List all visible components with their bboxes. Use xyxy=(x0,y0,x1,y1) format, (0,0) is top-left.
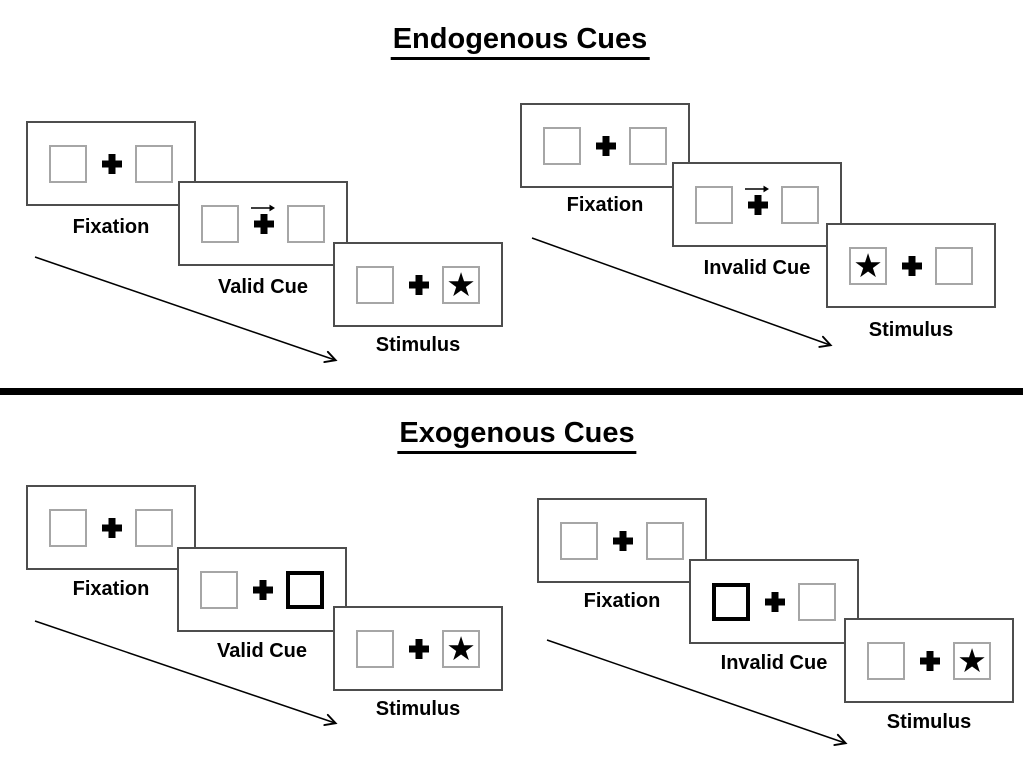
star-icon: ★ xyxy=(446,628,476,668)
right-box xyxy=(646,522,684,560)
left-box xyxy=(49,509,87,547)
right-box: ★ xyxy=(442,266,480,304)
left-box xyxy=(356,630,394,668)
right-box xyxy=(135,509,173,547)
right-box xyxy=(798,583,836,621)
timeline-arrow-exogenous-invalid xyxy=(546,639,848,746)
timeline-arrow-endogenous-valid xyxy=(34,256,338,363)
fixation-cross-icon xyxy=(253,580,273,600)
label-endogenous-invalid-fixation: Fixation xyxy=(566,194,644,216)
label-exogenous-valid-fixation: Fixation xyxy=(72,578,150,600)
right-box xyxy=(629,127,667,165)
left-box xyxy=(49,145,87,183)
section-title-exogenous: Exogenous Cues xyxy=(397,417,637,454)
star-icon: ★ xyxy=(853,245,883,285)
section-title-endogenous: Endogenous Cues xyxy=(390,23,650,60)
star-icon: ★ xyxy=(957,640,987,680)
panel-endogenous-invalid-stimulus: ★ xyxy=(826,223,996,308)
star-icon: ★ xyxy=(446,264,476,304)
label-endogenous-invalid-stimulus: Stimulus xyxy=(868,319,954,341)
panel-exogenous-valid-cue xyxy=(177,547,347,632)
fixation-cross-icon xyxy=(596,136,616,156)
label-endogenous-valid-cue: Valid Cue xyxy=(217,276,309,298)
left-box xyxy=(560,522,598,560)
right-box: ★ xyxy=(442,630,480,668)
left-box xyxy=(356,266,394,304)
left-box-cue-highlight xyxy=(712,583,750,621)
timeline-arrow-endogenous-invalid xyxy=(531,237,833,348)
fixation-cross-icon xyxy=(920,651,940,671)
fixation-cross-icon xyxy=(102,518,122,538)
panel-endogenous-valid-cue xyxy=(178,181,348,266)
fixation-cross-icon xyxy=(102,154,122,174)
label-exogenous-invalid-fixation: Fixation xyxy=(583,590,661,612)
fixation-cross-icon xyxy=(409,275,429,295)
timeline-arrow-exogenous-valid xyxy=(34,620,338,727)
panel-endogenous-valid-stimulus: ★ xyxy=(333,242,503,327)
label-endogenous-valid-stimulus: Stimulus xyxy=(375,334,461,356)
section-divider xyxy=(0,388,1023,395)
right-box: ★ xyxy=(953,642,991,680)
right-box xyxy=(935,247,973,285)
panel-exogenous-valid-fixation xyxy=(26,485,196,570)
panel-exogenous-invalid-fixation xyxy=(537,498,707,583)
right-box xyxy=(781,186,819,224)
left-box xyxy=(695,186,733,224)
right-box-cue-highlight xyxy=(286,571,324,609)
label-exogenous-valid-cue: Valid Cue xyxy=(216,640,308,662)
panel-exogenous-invalid-cue xyxy=(689,559,859,644)
right-box xyxy=(287,205,325,243)
left-box xyxy=(201,205,239,243)
panel-endogenous-valid-fixation xyxy=(26,121,196,206)
fixation-cross-icon xyxy=(902,256,922,276)
cue-arrow-icon xyxy=(744,181,770,193)
label-exogenous-valid-stimulus: Stimulus xyxy=(375,698,461,720)
fixation-cross-icon xyxy=(765,592,785,612)
label-endogenous-valid-fixation: Fixation xyxy=(72,216,150,238)
left-box xyxy=(200,571,238,609)
left-box xyxy=(543,127,581,165)
fixation-cross-icon xyxy=(748,195,768,215)
right-box xyxy=(135,145,173,183)
panel-exogenous-invalid-stimulus: ★ xyxy=(844,618,1014,703)
left-box xyxy=(867,642,905,680)
panel-endogenous-invalid-fixation xyxy=(520,103,690,188)
left-box: ★ xyxy=(849,247,887,285)
label-exogenous-invalid-stimulus: Stimulus xyxy=(886,711,972,733)
panel-exogenous-valid-stimulus: ★ xyxy=(333,606,503,691)
label-exogenous-invalid-cue: Invalid Cue xyxy=(720,652,828,674)
fixation-cross-icon xyxy=(409,639,429,659)
panel-endogenous-invalid-cue xyxy=(672,162,842,247)
fixation-cross-icon xyxy=(254,214,274,234)
cue-arrow-icon xyxy=(250,200,276,212)
label-endogenous-invalid-cue: Invalid Cue xyxy=(703,257,811,279)
fixation-cross-icon xyxy=(613,531,633,551)
